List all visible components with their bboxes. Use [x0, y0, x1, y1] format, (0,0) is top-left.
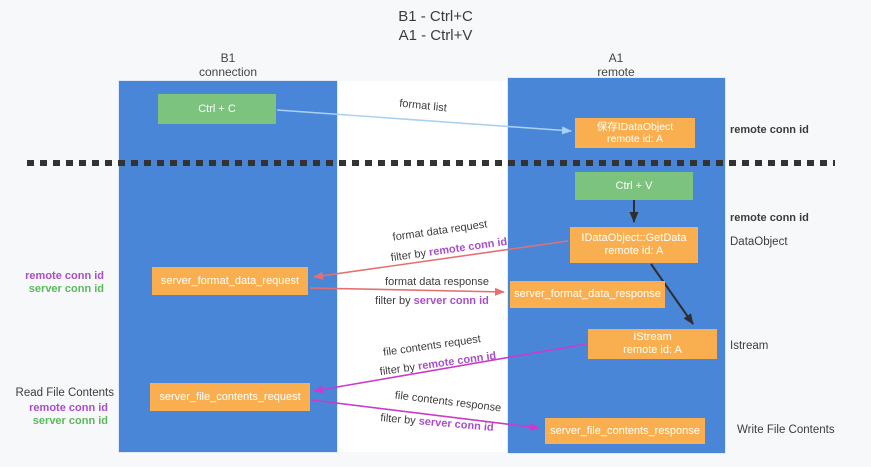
annotation-write-file-contents: Write File Contents	[737, 424, 835, 436]
label-filter-server-1: filter by server conn id	[375, 295, 489, 307]
node-ctrl-c: Ctrl + C	[158, 94, 276, 124]
node-save-idataobject-line1: 保存IDataObject	[596, 120, 674, 133]
node-save-idataobject: 保存IDataObject remote id: A	[575, 118, 695, 148]
remote-conn-id-text: remote conn id	[730, 212, 809, 224]
node-server-file-contents-response-label: server_file_contents_response	[550, 424, 700, 437]
annotation-remote-conn-id-top: remote conn id	[730, 124, 809, 136]
label-format-data-response: format data response	[385, 276, 489, 288]
annotation-remote-conn-id-mid: remote conn id	[730, 212, 809, 224]
title-line-1: B1 - Ctrl+C	[398, 8, 473, 25]
node-save-idataobject-line2: remote id: A	[606, 133, 664, 145]
filter-by-text: filter by	[375, 295, 414, 307]
node-server-file-contents-response: server_file_contents_response	[545, 418, 705, 444]
node-server-format-data-request-label: server_format_data_request	[160, 274, 300, 287]
left-column-header: B1 connection	[168, 51, 288, 79]
istream-text: Istream	[730, 340, 769, 352]
write-file-contents-text: Write File Contents	[737, 424, 835, 436]
right-column-header: A1 remote	[556, 51, 676, 79]
annotation-read-file-contents: Read File Contents	[4, 387, 114, 399]
annotation-istream: Istream	[730, 340, 768, 352]
title-line-2: A1 - Ctrl+V	[398, 27, 473, 44]
remote-conn-id-text: remote conn id	[25, 270, 104, 282]
remote-conn-id-text: remote conn id	[29, 402, 108, 414]
node-server-file-contents-request: server_file_contents_request	[150, 383, 310, 411]
dataobject-text: DataObject	[730, 236, 788, 248]
node-ctrl-c-label: Ctrl + C	[198, 102, 236, 115]
right-column-role: remote	[597, 65, 635, 79]
server-conn-id-text: server conn id	[413, 295, 489, 307]
left-column-name: B1	[220, 51, 236, 65]
node-getdata-line2: remote id: A	[604, 245, 664, 257]
node-istream-line1: IStream	[633, 331, 672, 343]
server-conn-id-text: server conn id	[28, 283, 104, 295]
node-server-format-data-response: server_format_data_response	[510, 281, 665, 308]
read-file-contents-text: Read File Contents	[15, 387, 114, 399]
server-conn-id-text: server conn id	[32, 415, 108, 427]
node-ctrl-v: Ctrl + V	[575, 172, 693, 200]
annotation-conn-ids-file: remote conn id server conn id	[4, 402, 108, 428]
annotation-conn-ids-format: remote conn id server conn id	[4, 270, 104, 296]
node-server-format-data-response-label: server_format_data_response	[514, 288, 661, 300]
node-server-format-data-request: server_format_data_request	[152, 267, 308, 295]
node-idataobject-getdata: IDataObject::GetData remote id: A	[570, 227, 698, 263]
node-ctrl-v-label: Ctrl + V	[615, 179, 653, 192]
node-server-file-contents-request-label: server_file_contents_request	[159, 390, 301, 403]
annotation-dataobject: DataObject	[730, 236, 788, 248]
left-column-role: connection	[198, 65, 258, 79]
phase-separator-dashed-line	[27, 160, 835, 166]
node-istream: IStream remote id: A	[588, 329, 717, 359]
diagram-title: B1 - Ctrl+C A1 - Ctrl+V	[0, 7, 871, 45]
node-getdata-line1: IDataObject::GetData	[581, 232, 687, 244]
label-format-data-response-text: format data response	[385, 276, 489, 288]
right-column-name: A1	[608, 51, 624, 65]
node-istream-line2: remote id: A	[623, 344, 682, 356]
remote-conn-id-text: remote conn id	[730, 124, 809, 136]
